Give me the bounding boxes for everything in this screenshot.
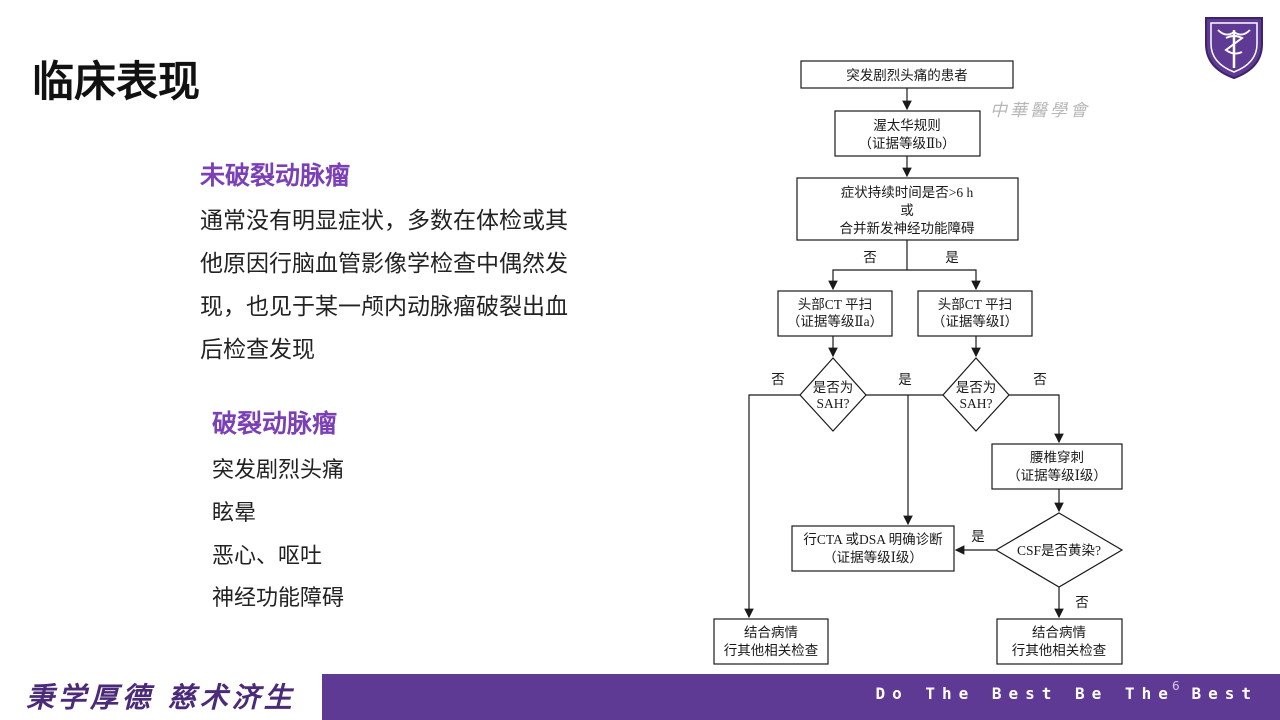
start-label: 突发剧烈头痛的患者 bbox=[846, 67, 968, 83]
diagnosis-flowchart: 突发剧烈头痛的患者 渥太华规则 （证据等级Ⅱb） 症状持续时间是否>6 h 或 … bbox=[700, 50, 1140, 674]
sah-right-diamond bbox=[942, 357, 1010, 432]
unruptured-aneurysm-heading: 未破裂动脉瘤 bbox=[200, 161, 351, 190]
description-line: 通常没有明显症状，多数在体检或其 bbox=[200, 208, 568, 234]
cta-dsa-evidence: （证据等级Ⅰ级） bbox=[823, 549, 923, 565]
footer-motto: Do The Best Be The Best bbox=[875, 684, 1258, 703]
end-left-line-1: 结合病情 bbox=[744, 625, 798, 640]
end-left-box bbox=[713, 618, 829, 665]
description-line: 后检查发现 bbox=[200, 337, 315, 363]
branch-no: 否 bbox=[863, 250, 877, 265]
ct-left-label: 头部CT 平扫 bbox=[798, 297, 872, 312]
csf-yes: 是 bbox=[971, 529, 985, 544]
footer-calligraphy-motto: 秉学厚德 慈术济生 bbox=[26, 681, 296, 714]
end-left-line-2: 行其他相关检查 bbox=[724, 643, 819, 658]
condition-line-1: 症状持续时间是否>6 h bbox=[841, 185, 974, 200]
sah-left-yes: 是 bbox=[898, 372, 912, 387]
lumbar-puncture-label: 腰椎穿刺 bbox=[1030, 450, 1084, 465]
unruptured-description: 通常没有明显症状，多数在体检或其 他原因行脑血管影像学检查中偶然发 现，也见于某… bbox=[200, 200, 600, 372]
branch-yes: 是 bbox=[945, 250, 959, 265]
csf-no: 否 bbox=[1075, 595, 1089, 610]
end-right-line-2: 行其他相关检查 bbox=[1012, 643, 1107, 658]
ottawa-evidence: （证据等级Ⅱb） bbox=[859, 135, 956, 151]
watermark-cma: 中華醫學會 bbox=[990, 96, 1090, 121]
ct-right-label: 头部CT 平扫 bbox=[938, 297, 1012, 312]
ct-left-box bbox=[777, 290, 893, 337]
slide-title: 临床表现 bbox=[32, 57, 201, 106]
symptom-item: 突发剧烈头痛 bbox=[212, 458, 345, 483]
symptom-item: 恶心、呕吐 bbox=[212, 544, 323, 569]
sah-left-line-1: 是否为 bbox=[813, 380, 854, 395]
sah-left-line-2: SAH? bbox=[817, 396, 850, 411]
ct-right-evidence: （证据等级Ⅰ） bbox=[932, 313, 1018, 329]
ottawa-label: 渥太华规则 bbox=[873, 118, 941, 133]
sah-right-line-2: SAH? bbox=[960, 396, 993, 411]
end-right-box bbox=[996, 618, 1123, 665]
condition-line-2: 或 bbox=[900, 203, 914, 218]
symptom-item: 神经功能障碍 bbox=[212, 586, 345, 611]
ruptured-aneurysm-heading: 破裂动脉瘤 bbox=[212, 409, 338, 438]
description-line: 现，也见于某一颅内动脉瘤破裂出血 bbox=[200, 294, 568, 320]
sah-right-no: 否 bbox=[1033, 372, 1047, 387]
cta-dsa-label: 行CTA 或DSA 明确诊断 bbox=[803, 532, 942, 547]
end-right-line-1: 结合病情 bbox=[1032, 625, 1086, 640]
csf-question: CSF是否黄染? bbox=[1017, 543, 1101, 558]
page-number: 6 bbox=[1172, 679, 1180, 693]
sah-right-line-1: 是否为 bbox=[956, 380, 997, 395]
symptom-item: 眩晕 bbox=[212, 501, 257, 526]
ct-right-box bbox=[917, 290, 1033, 337]
description-line: 他原因行脑血管影像学检查中偶然发 bbox=[200, 251, 568, 277]
watermark-text: 中華醫學會 bbox=[990, 101, 1090, 121]
footer-bar: Do The Best Be The Best bbox=[322, 674, 1280, 720]
cta-dsa-box bbox=[791, 525, 955, 572]
lumbar-puncture-box bbox=[991, 443, 1123, 490]
university-crest-logo bbox=[1204, 16, 1264, 84]
lumbar-puncture-evidence: （证据等级Ⅰ级） bbox=[1007, 467, 1107, 483]
sah-left-diamond bbox=[799, 357, 867, 432]
ct-left-evidence: （证据等级Ⅱa） bbox=[787, 313, 883, 329]
sah-left-no: 否 bbox=[771, 372, 785, 387]
condition-line-3: 合并新发神经功能障碍 bbox=[840, 221, 975, 236]
